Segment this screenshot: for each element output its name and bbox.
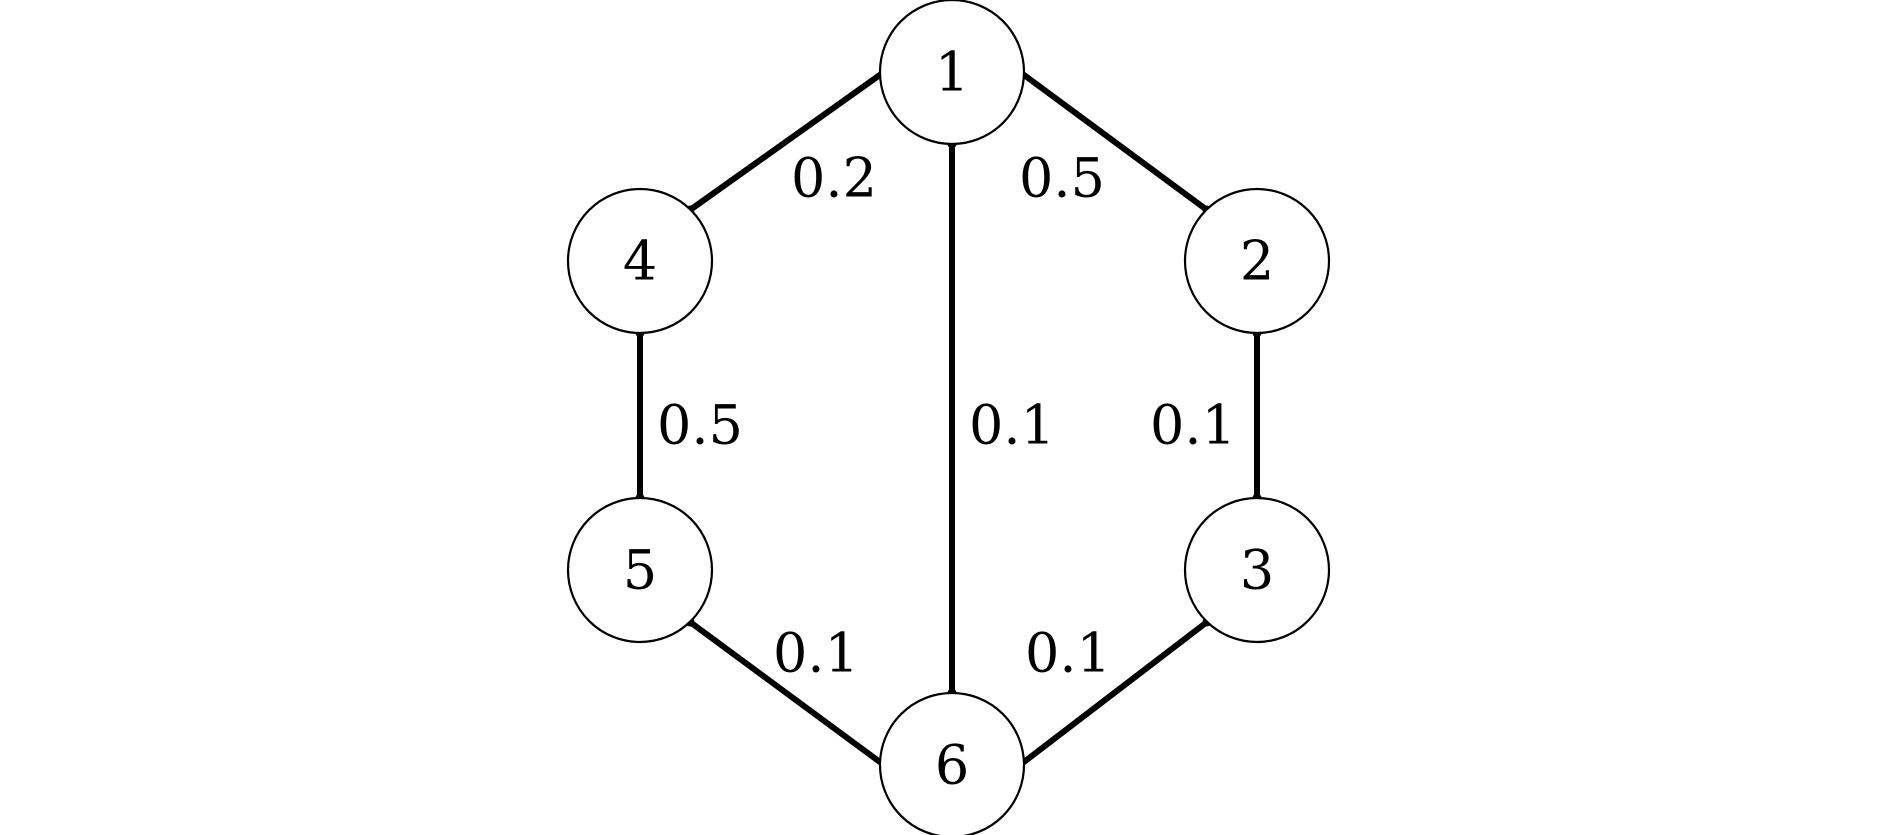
- edge-weight-label-5-6: 0.1: [773, 622, 859, 685]
- node-label: 2: [1240, 230, 1274, 293]
- node-circle: [566, 496, 714, 644]
- edge-2-3: [1252, 328, 1262, 503]
- node-3: 3: [1183, 496, 1331, 644]
- edge-1-6: [947, 139, 957, 698]
- edge-weight-label-1-4: 0.2: [791, 147, 877, 210]
- edge-line-1-2: [1018, 69, 1209, 213]
- edge-labels-layer: 0.2 0.5 0.1 0.5 0.1 0.1 0.1: [657, 147, 1236, 685]
- edge-line-5-6: [688, 619, 886, 768]
- node-label: 5: [623, 539, 657, 602]
- node-label: 1: [935, 41, 969, 104]
- edge-weight-label-3-6: 0.1: [1025, 622, 1111, 685]
- node-circle: [878, 691, 1026, 835]
- node-circle: [566, 187, 714, 335]
- node-5: 5: [566, 496, 714, 644]
- node-6: 6: [878, 691, 1026, 835]
- edge-line-3-6: [1018, 619, 1209, 768]
- node-1: 1: [878, 0, 1026, 146]
- node-2: 2: [1183, 187, 1331, 335]
- edge-weight-label-2-3: 0.1: [1150, 394, 1236, 457]
- node-circle: [1183, 187, 1331, 335]
- edge-weight-label-4-5: 0.5: [657, 394, 743, 457]
- edge-4-5: [635, 328, 645, 503]
- node-circle: [878, 0, 1026, 146]
- node-label: 4: [623, 230, 657, 293]
- node-circle: [1183, 496, 1331, 644]
- edge-weight-label-1-2: 0.5: [1019, 147, 1105, 210]
- node-label: 3: [1240, 539, 1274, 602]
- edge-line-1-4: [688, 69, 886, 213]
- node-4: 4: [566, 187, 714, 335]
- node-label: 6: [935, 734, 969, 797]
- nodes-layer: 1 2 3 4 5 6: [566, 0, 1331, 835]
- edge-weight-label-1-6: 0.1: [969, 394, 1055, 457]
